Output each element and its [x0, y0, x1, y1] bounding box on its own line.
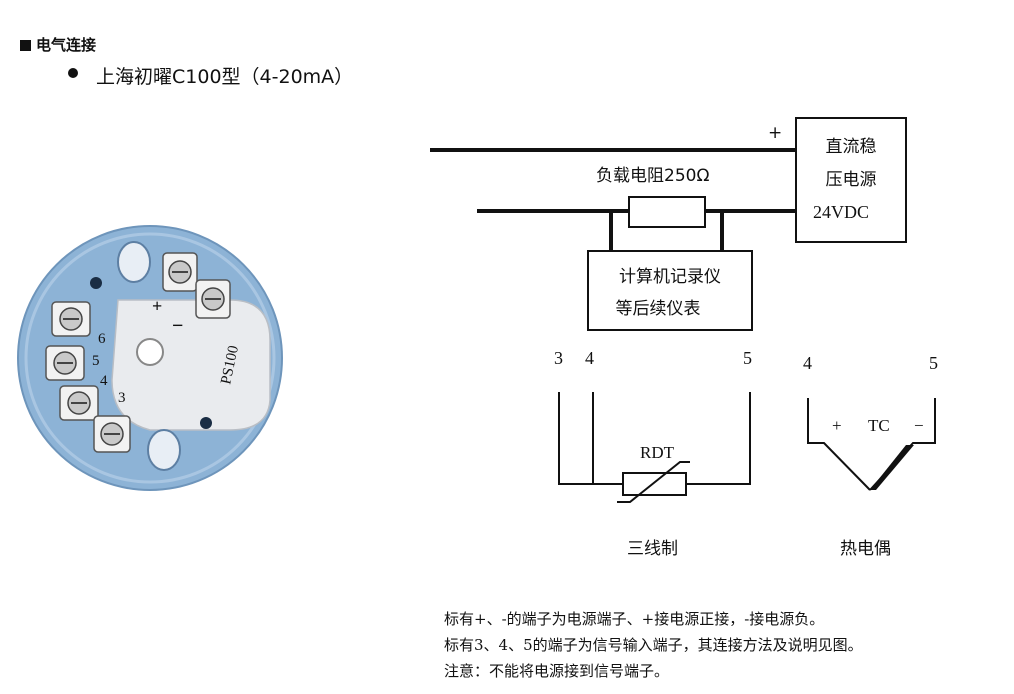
- screw-terminal-5: [45, 345, 85, 381]
- rtd-variable-arrow: [617, 461, 690, 503]
- tc-plus-label: +: [832, 416, 842, 435]
- note-line-3: 注意：不能将电源接到信号端子。: [444, 662, 670, 680]
- power-plus-label: +: [768, 123, 782, 143]
- tc-caption: 热电偶: [840, 539, 891, 559]
- power-supply-box: [795, 117, 907, 243]
- rtd-terminal-3: 3: [554, 348, 563, 368]
- section-title: 电气连接: [20, 34, 96, 55]
- recorder-line1: 计算机记录仪: [619, 267, 721, 287]
- thermocouple: 4 5 + TC − 热电偶: [803, 353, 938, 559]
- power-supply-line3: 24VDC: [813, 202, 869, 222]
- rtd-label: RDT: [640, 443, 675, 462]
- screw-terminal-3: [93, 415, 131, 453]
- square-bullet-icon: [20, 40, 31, 51]
- transmitter-module: + − 6 5 4 3 PS100: [17, 225, 283, 491]
- load-resistor: [628, 196, 706, 228]
- bullet-dot-icon: [68, 68, 78, 78]
- recorder-box: [587, 250, 753, 331]
- rtd-three-wire: 3 4 5 RDT 三线制: [554, 348, 752, 559]
- screw-terminal-plus: [162, 252, 198, 292]
- pin-hole-2: [200, 417, 212, 429]
- module-plus-mark: +: [152, 296, 162, 316]
- module-label-4: 4: [100, 373, 108, 389]
- tc-label: TC: [868, 416, 890, 435]
- module-center-plate: [111, 299, 271, 431]
- note-line-2: 标有3、4、5的端子为信号输入端子，其连接方法及说明见图。: [444, 636, 863, 654]
- module-label-5: 5: [92, 353, 100, 369]
- tc-terminal-5: 5: [929, 353, 938, 373]
- screw-terminal-minus: [195, 279, 231, 319]
- rtd-terminal-5: 5: [743, 348, 752, 368]
- model-title: 上海初曜C100型（4-20mA）: [96, 66, 354, 88]
- rtd-caption: 三线制: [627, 539, 678, 559]
- module-brand: PS100: [218, 344, 242, 386]
- module-label-6: 6: [98, 331, 106, 347]
- screw-terminal-4: [59, 385, 99, 421]
- tc-terminal-4: 4: [803, 353, 812, 373]
- center-hole: [136, 338, 164, 366]
- note-line-1: 标有+、-的端子为电源端子、+接电源正接，-接电源负。: [444, 610, 825, 628]
- module-minus-mark: −: [172, 315, 183, 337]
- notes-block: 标有+、-的端子为电源端子、+接电源正接，-接电源负。 标有3、4、5的端子为信…: [444, 606, 863, 684]
- rtd-terminal-4: 4: [585, 348, 594, 368]
- module-label-3: 3: [118, 390, 126, 406]
- load-resistor-label: 负载电阻250Ω: [596, 166, 709, 186]
- power-circuit: + 直流稳 压电源 24VDC 负载电阻250Ω 计算机记录仪 等后续仪表: [430, 117, 907, 331]
- power-supply-line2: 压电源: [826, 170, 877, 190]
- rtd-resistor: [622, 472, 687, 496]
- section-title-text: 电气连接: [36, 36, 97, 54]
- tc-minus-label: −: [914, 416, 924, 435]
- screw-terminal-6: [51, 301, 91, 337]
- power-supply-line1: 直流稳: [826, 137, 877, 157]
- pin-hole-1: [90, 277, 102, 289]
- recorder-line2: 等后续仪表: [616, 299, 701, 319]
- mount-hole-bottom: [147, 429, 181, 471]
- mount-hole-top: [117, 241, 151, 283]
